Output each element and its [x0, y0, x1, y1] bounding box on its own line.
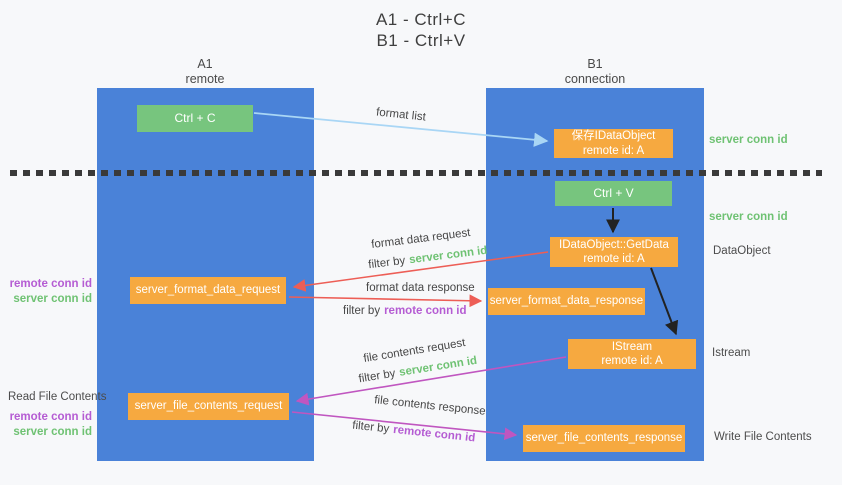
diagram-title-line1: A1 - Ctrl+C — [375, 10, 467, 29]
node-save-idataobject: 保存IDataObject remote id: A — [554, 129, 673, 158]
lane-b1-subtitle: connection — [564, 72, 626, 86]
node-save-idataobject-line2: remote id: A — [582, 144, 645, 157]
node-ctrl-v-label: Ctrl + V — [593, 186, 634, 200]
annotation-server-conn-id-mid: server conn id — [709, 211, 788, 223]
node-file-response-label: server_file_contents_response — [525, 432, 683, 445]
lane-a1-name: A1 — [197, 57, 213, 71]
lane-header-a1: A1 remote — [135, 57, 275, 87]
annotation-remote-conn-id-2: remote conn id — [9, 411, 92, 423]
annotation-remote-conn-id-1: remote conn id — [9, 278, 92, 290]
filter-by-text: filter by — [367, 254, 406, 272]
node-file-request-label: server_file_contents_request — [134, 400, 283, 413]
filter-by-text: filter by — [343, 305, 381, 317]
edge-label-format-data-response: format data response — [366, 282, 475, 294]
node-ctrl-c: Ctrl + C — [137, 105, 253, 132]
node-server-file-contents-response: server_file_contents_response — [523, 425, 685, 452]
edge-label-file-contents-response: file contents response — [373, 394, 487, 418]
node-server-file-contents-request: server_file_contents_request — [128, 393, 289, 420]
lane-header-b1: B1 connection — [525, 57, 665, 87]
phase-separator-dotted-line — [10, 170, 822, 176]
annotation-dataobject: DataObject — [713, 245, 771, 257]
server-conn-id-text: server conn id — [398, 354, 478, 379]
node-istream-line1: IStream — [611, 340, 653, 353]
node-save-idataobject-line1: 保存IDataObject — [571, 130, 656, 143]
remote-conn-id-text: remote conn id — [392, 423, 476, 445]
node-format-response-label: server_format_data_response — [489, 295, 644, 308]
arrow-format-data-response — [288, 294, 483, 308]
annotation-server-conn-id-top: server conn id — [709, 134, 788, 146]
annotation-server-conn-id-2: server conn id — [13, 426, 92, 438]
diagram-title-line2: B1 - Ctrl+V — [376, 31, 466, 50]
node-istream: IStream remote id: A — [568, 339, 696, 369]
server-conn-id-text: server conn id — [408, 244, 488, 267]
node-getdata-line2: remote id: A — [583, 253, 645, 265]
node-format-request-label: server_format_data_request — [135, 284, 281, 297]
filter-by-text: filter by — [357, 367, 397, 386]
node-idataobject-getdata: IDataObject::GetData remote id: A — [550, 237, 678, 267]
edge-label-format-list: format list — [375, 106, 427, 124]
node-ctrl-v: Ctrl + V — [555, 181, 672, 206]
node-ctrl-c-label: Ctrl + C — [174, 111, 216, 125]
node-getdata-line1: IDataObject::GetData — [559, 238, 669, 251]
filter-by-text: filter by — [351, 419, 390, 436]
remote-conn-id-text: remote conn id — [384, 305, 467, 317]
lane-b1-name: B1 — [587, 57, 603, 71]
lane-a1-subtitle: remote — [185, 72, 225, 86]
annotation-write-file-contents: Write File Contents — [714, 431, 812, 443]
annotation-read-file-contents: Read File Contents — [8, 391, 107, 403]
annotation-server-conn-id-1: server conn id — [13, 293, 92, 305]
node-server-format-data-response: server_format_data_response — [488, 288, 645, 315]
annotation-istream: Istream — [712, 347, 751, 359]
node-istream-line2: remote id: A — [601, 355, 663, 367]
node-server-format-data-request: server_format_data_request — [130, 277, 286, 304]
